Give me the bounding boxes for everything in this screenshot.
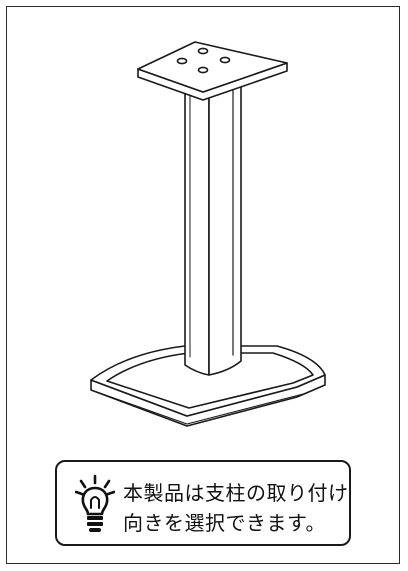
figure-frame: 本製品は支柱の取り付け 向きを選択できます。 [6,6,400,564]
tip-note-line-2: 向きを選択できます。 [123,511,326,535]
tip-note-line-1: 本製品は支柱の取り付け [123,481,349,505]
top-plate [137,41,288,101]
lightbulb-tip-icon [75,474,115,532]
mount-hole [197,66,209,74]
mount-hole [197,47,209,55]
mount-hole [219,56,231,64]
mount-hole [176,57,188,65]
speaker-stand-illustration [90,41,326,427]
tip-note-text: 本製品は支柱の取り付け 向きを選択できます。 [123,478,349,538]
tip-note-box: 本製品は支柱の取り付け 向きを選択できます。 [55,460,351,546]
pillar [184,80,242,376]
base-plate [90,345,326,427]
